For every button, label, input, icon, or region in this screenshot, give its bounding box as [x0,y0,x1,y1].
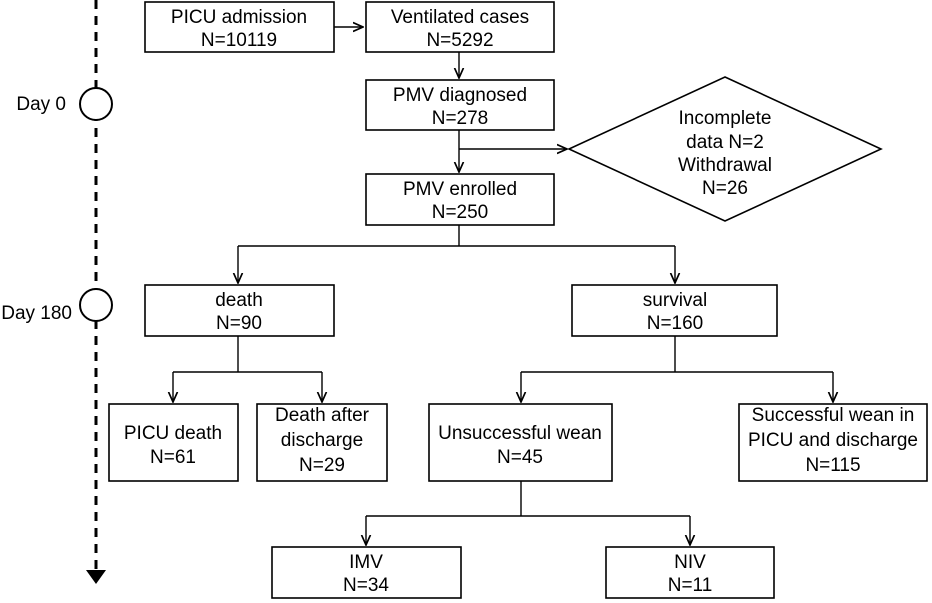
box-death-after-discharge-line3: N=29 [299,455,345,476]
box-picu-death-line1: PICU death [124,423,222,444]
box-pmv-diagnosed: PMV diagnosed N=278 [365,79,555,131]
box-pmv-enrolled: PMV enrolled N=250 [365,173,555,226]
box-successful-wean-line3: N=115 [805,455,860,476]
box-ventilated-cases-line2: N=5292 [426,30,493,51]
box-niv-line2: N=11 [668,575,713,596]
box-survival-line1: survival [643,290,707,311]
box-pmv-diagnosed-line2: N=278 [432,108,489,129]
box-picu-death: PICU death N=61 [108,403,239,482]
day0-marker [79,87,113,121]
box-pmv-enrolled-line2: N=250 [432,202,489,223]
diamond-excluded-line2: data N=2 [686,132,764,153]
box-pmv-diagnosed-line1: PMV diagnosed [393,85,527,106]
box-death-line1: death [215,290,263,311]
timeline-arrowhead [86,570,106,584]
box-death: death N=90 [144,284,335,337]
box-survival-line2: N=160 [647,313,704,334]
diamond-excluded-line1: Incomplete [679,108,772,129]
day180-marker [79,288,113,322]
box-picu-admission: PICU admission N=10119 [144,1,335,53]
box-imv-line1: IMV [349,552,383,573]
box-unsuccessful-wean: Unsuccessful wean N=45 [428,403,613,482]
box-ventilated-cases-line1: Ventilated cases [391,7,529,28]
connectors [173,27,833,545]
day0-label: Day 0 [16,94,66,115]
box-picu-admission-line2: N=10119 [201,30,277,51]
box-ventilated-cases: Ventilated cases N=5292 [365,1,555,53]
box-survival: survival N=160 [571,284,778,337]
box-successful-wean-line2: PICU and discharge [748,430,918,451]
box-successful-wean: Successful wean in PICU and discharge N=… [738,403,928,482]
box-death-after-discharge: Death after discharge N=29 [256,403,388,482]
box-death-after-discharge-line2: discharge [281,430,363,451]
diamond-excluded-line4: N=26 [702,178,748,199]
box-death-line2: N=90 [216,313,262,334]
day180-label: Day 180 [1,303,72,324]
box-successful-wean-line1: Successful wean in [752,405,915,426]
box-niv-line1: NIV [674,552,706,573]
box-niv: NIV N=11 [605,546,775,599]
box-picu-death-line2: N=61 [150,447,196,468]
box-unsuccessful-wean-line1: Unsuccessful wean [438,423,602,444]
box-death-after-discharge-line1: Death after [275,405,370,426]
box-imv: IMV N=34 [271,546,462,599]
timeline: Day 0 Day 180 [1,0,113,584]
box-unsuccessful-wean-line2: N=45 [497,447,543,468]
diamond-excluded-line3: Withdrawal [678,155,772,176]
box-imv-line2: N=34 [343,575,389,596]
diamond-excluded: Incomplete data N=2 Withdrawal N=26 [567,76,883,222]
box-picu-admission-line1: PICU admission [171,7,307,28]
box-pmv-enrolled-line1: PMV enrolled [403,179,517,200]
